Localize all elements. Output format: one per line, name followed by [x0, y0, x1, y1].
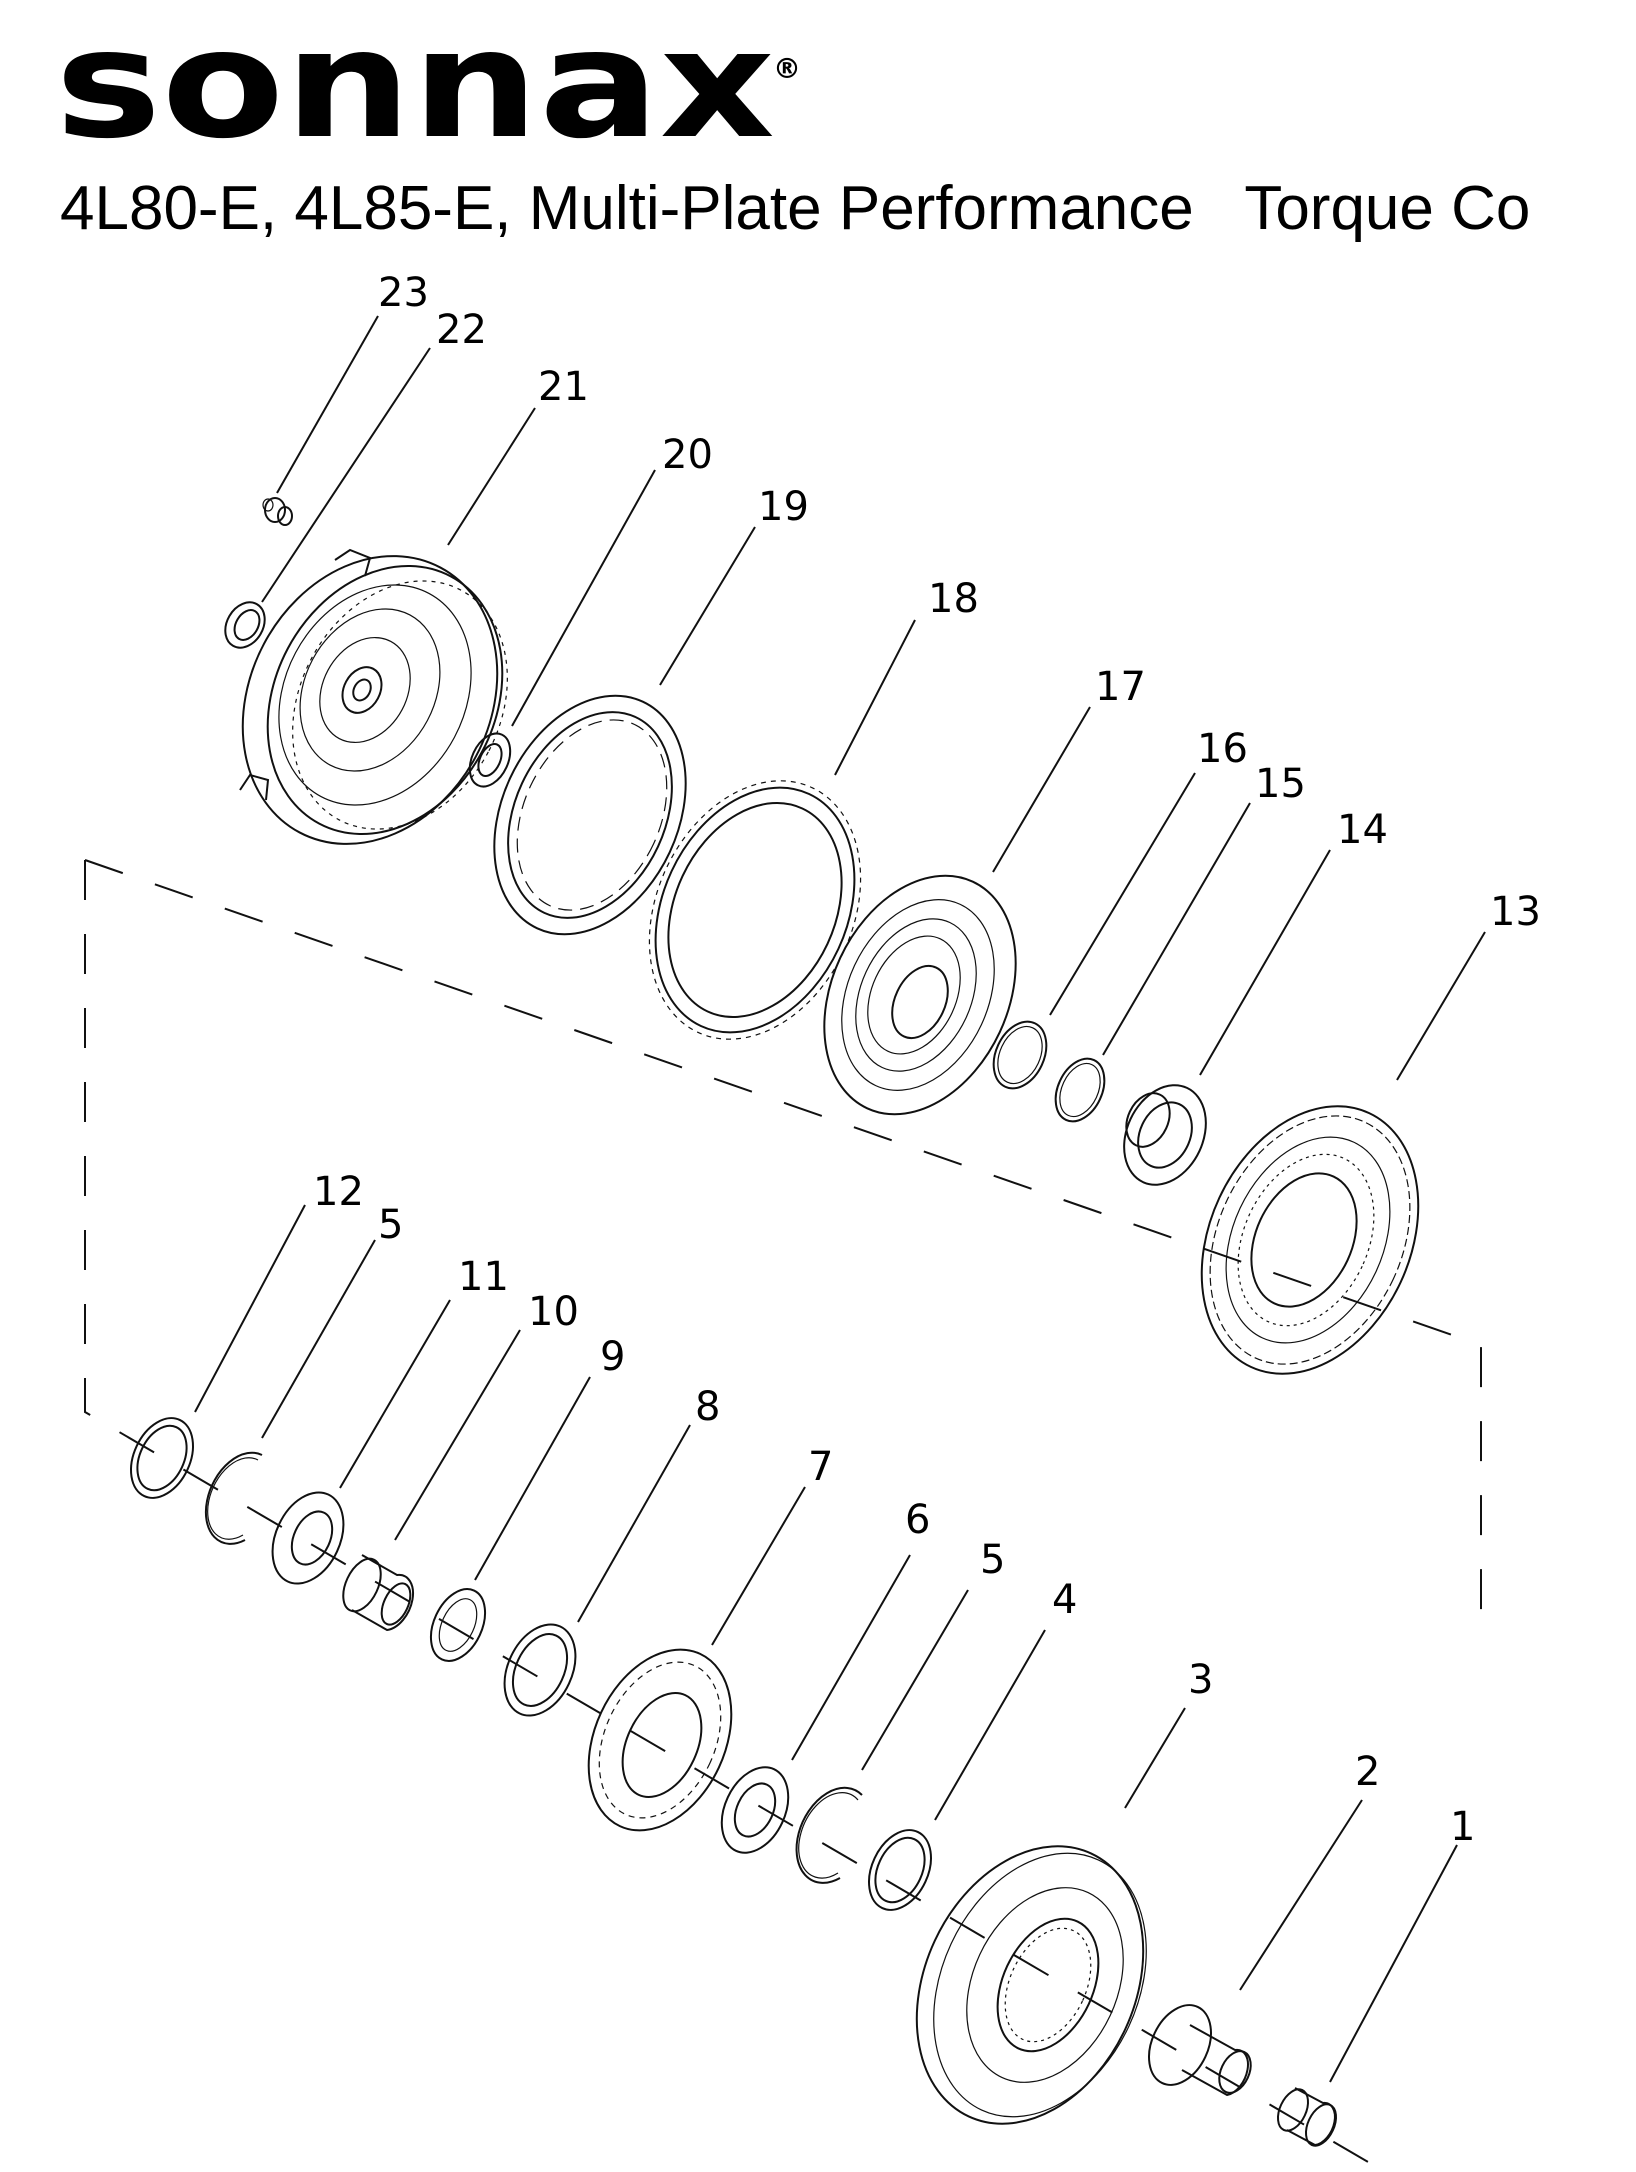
callout-20: 20: [662, 432, 713, 478]
callout-12: 12: [313, 1169, 364, 1215]
part-13-turbine: [1200, 1105, 1420, 1375]
part-12-thrust-washer: [130, 1417, 194, 1499]
part-23-bolt: [262, 497, 293, 526]
callout-17: 17: [1095, 664, 1146, 710]
leader-lines: [194, 315, 1486, 2083]
part-6-cap: [720, 1766, 790, 1854]
callout-21: 21: [538, 364, 589, 410]
part-8-race: [503, 1623, 577, 1717]
callout-5-upper: 5: [378, 1202, 403, 1248]
part-20-washer: [468, 732, 512, 788]
callout-7: 7: [808, 1444, 833, 1490]
part-10-bearing: [342, 1554, 415, 1632]
callout-1: 1: [1450, 1804, 1475, 1850]
callout-16: 16: [1197, 726, 1248, 772]
part-19-steel-plate: [493, 694, 687, 936]
sonnax-logo: sonnax ®: [55, 24, 801, 164]
callout-15: 15: [1255, 761, 1306, 807]
part-21-cover: [239, 548, 508, 845]
part-11-retainer: [271, 1491, 345, 1585]
part-22-seal: [224, 601, 266, 649]
callout-22: 22: [436, 307, 487, 353]
callout-23: 23: [378, 270, 429, 316]
part-5-snap-ring-lower: [795, 1786, 863, 1884]
part-15-o-ring: [1054, 1057, 1106, 1123]
part-16-o-ring: [992, 1020, 1048, 1090]
part-1-bushing: [1276, 2087, 1338, 2147]
assembly-outline-top: [84, 859, 1482, 1636]
part-7-stator: [587, 1648, 733, 1832]
callout-10: 10: [528, 1289, 579, 1335]
part-14-hub: [1123, 1084, 1207, 1186]
part-3-impeller: [915, 1845, 1147, 2125]
callout-4: 4: [1052, 1577, 1077, 1623]
part-17-piston: [823, 874, 1017, 1116]
callout-18: 18: [928, 576, 979, 622]
callout-8: 8: [695, 1384, 720, 1430]
callout-9: 9: [600, 1334, 625, 1380]
callout-5-lower: 5: [980, 1537, 1005, 1583]
part-18-friction-plate: [648, 780, 862, 1040]
logo-wordmark: sonnax: [55, 24, 775, 164]
callout-11: 11: [458, 1254, 509, 1300]
registered-mark: ®: [773, 52, 801, 85]
callout-6: 6: [905, 1497, 930, 1543]
callout-14: 14: [1337, 807, 1388, 853]
callout-3: 3: [1188, 1657, 1213, 1703]
assembly-outline: [84, 860, 1388, 2172]
part-5-snap-ring-upper: [204, 1451, 263, 1545]
callout-2: 2: [1355, 1749, 1380, 1795]
part-9-sprag: [429, 1588, 487, 1662]
part-4-thrust-washer: [868, 1829, 932, 1911]
part-2-pump-hub: [1148, 2004, 1252, 2097]
callout-13: 13: [1490, 889, 1541, 935]
page-title: 4L80-E, 4L85-E, Multi-Plate Performance …: [60, 174, 1531, 243]
callout-19: 19: [758, 484, 809, 530]
